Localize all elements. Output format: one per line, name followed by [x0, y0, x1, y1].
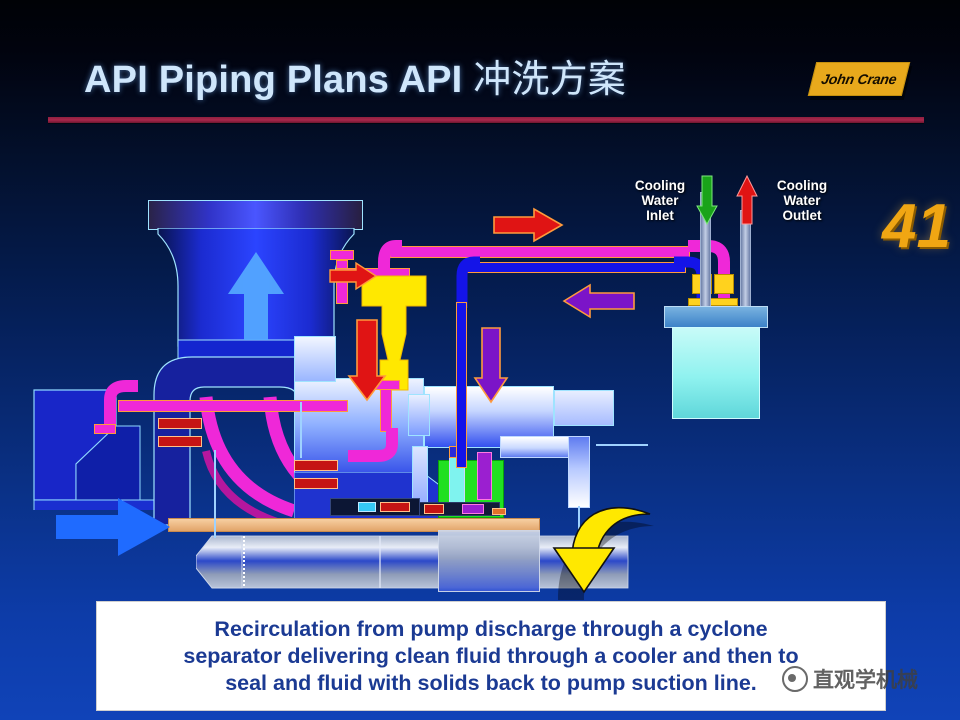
cooler-body: [672, 327, 760, 419]
cooling-water-outlet-line2: Water: [783, 193, 821, 208]
john-crane-logo: John Crane: [807, 62, 911, 96]
flush-pipe-horizontal-low: [118, 400, 348, 412]
leader-line-volute: [300, 402, 302, 458]
caption-box: Recirculation from pump discharge throug…: [96, 601, 886, 711]
logo-text: John Crane: [820, 71, 898, 87]
seal-drain-port: [477, 452, 492, 500]
purple-left-arrow-icon: [562, 283, 636, 319]
cooler-nozzle-pad-right: [710, 298, 738, 306]
red-right-arrow-icon: [493, 207, 564, 243]
caption-line-1: Recirculation from pump discharge throug…: [214, 616, 768, 641]
cooling-water-inlet-line1: Cooling: [634, 178, 686, 193]
cyclone-separator: [361, 275, 427, 391]
flush-header-elbow: [378, 240, 402, 296]
outboard-housing: [554, 390, 614, 426]
page-title: API Piping Plans API 冲洗方案: [84, 48, 626, 103]
casing-bolt-2: [158, 436, 202, 447]
casing-bolt-4: [294, 478, 338, 489]
cooling-water-outlet-label: Cooling Water Outlet: [758, 178, 846, 223]
cooler-top-plate: [664, 306, 768, 328]
flush-pipe-elbow-left: [104, 380, 138, 428]
cooling-water-inlet-line3: Inlet: [646, 208, 674, 223]
clean-pipe-header: [466, 262, 686, 273]
flush-riser-flange-top: [330, 250, 354, 260]
caption-line-2: separator delivering clean fluid through…: [183, 643, 799, 668]
seal-spring-block: [462, 504, 484, 514]
pump-casing-neck: [294, 336, 336, 382]
caption-text: Recirculation from pump discharge throug…: [183, 616, 798, 697]
throat-bushing: [380, 502, 410, 512]
leader-line-casing: [214, 450, 216, 538]
flush-header-top: [390, 246, 690, 258]
page-title-cn: 冲洗方案: [473, 57, 627, 101]
casing-bolt-1: [158, 418, 202, 429]
bearing-housing-step: [408, 394, 430, 436]
caption-line-3: seal and fluid with solids back to pump …: [225, 670, 757, 695]
red-down-arrow-icon: [347, 319, 387, 402]
discharge-flange: [148, 200, 363, 230]
cooler-flange-flush: [714, 274, 734, 294]
yellow-curved-arrow-icon: [548, 490, 658, 600]
blue-right-arrow-icon: [56, 498, 172, 556]
cooling-water-inlet-line2: Water: [641, 193, 679, 208]
green-down-arrow-icon: [696, 175, 718, 226]
title-underline: [48, 117, 924, 123]
seal-gasket: [492, 508, 506, 515]
pump-seal-diagram: Cooling Water Inlet Cooling Water Outlet: [0, 150, 960, 600]
base-plate: [168, 518, 540, 532]
cooling-water-outlet-line1: Cooling: [776, 178, 828, 193]
clean-pipe-downcomer: [456, 302, 467, 468]
red-up-arrow-icon: [736, 174, 758, 226]
sleeve-marker: [358, 502, 376, 512]
pump-suction-casing: [33, 389, 155, 510]
casing-bolt-3: [294, 460, 338, 471]
cooling-water-inlet-label: Cooling Water Inlet: [616, 178, 704, 223]
leader-line-right: [596, 444, 648, 446]
clean-pipe-elbow-left: [456, 256, 480, 308]
slide-number: 41: [882, 192, 951, 261]
cooling-water-outlet-line3: Outlet: [782, 208, 822, 223]
page-title-en: API Piping Plans API: [84, 59, 474, 101]
coupling-block: [438, 530, 540, 592]
cyclone-underflow-elbow: [348, 428, 398, 462]
seal-bolt-left: [424, 504, 444, 514]
red-right-arrow-icon-2: [329, 261, 378, 291]
purple-down-arrow-icon: [473, 327, 509, 404]
flush-pipe-stub-left: [94, 424, 116, 434]
